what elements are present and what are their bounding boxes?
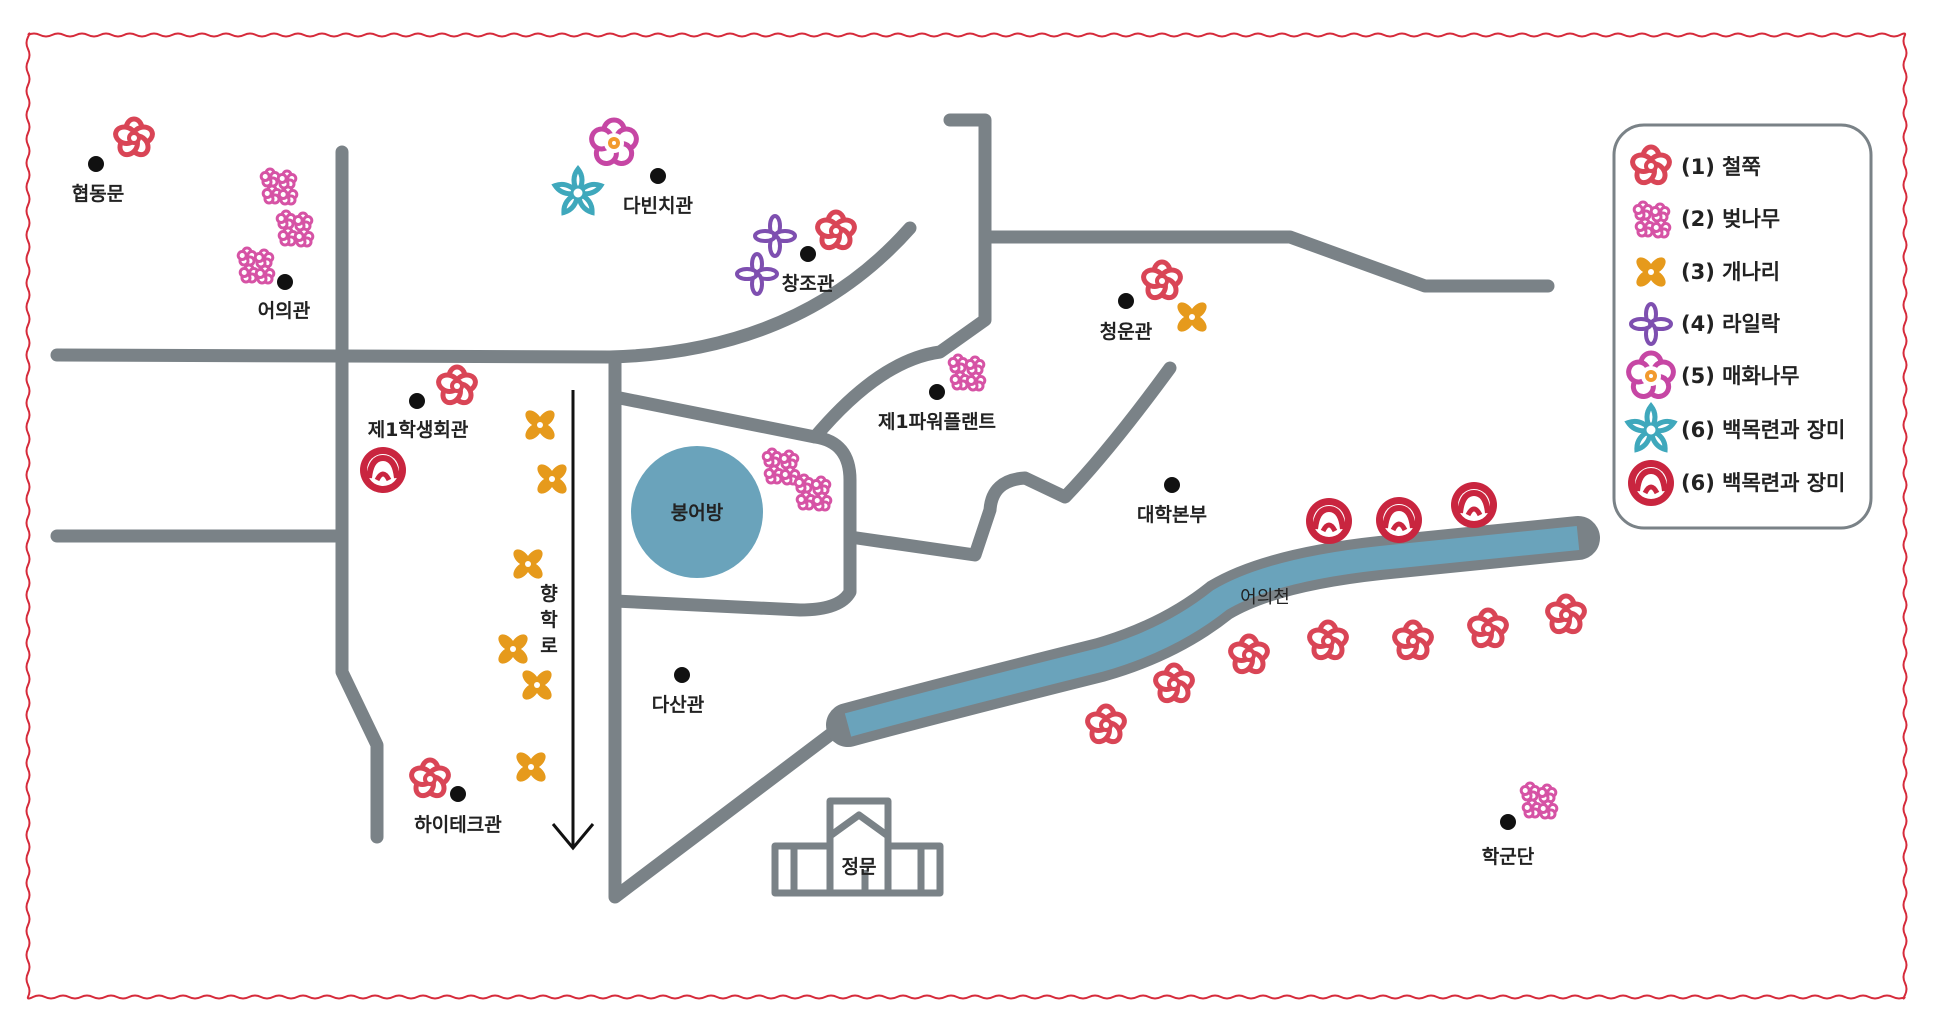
legend-item-plum: (5) 매화나무	[1626, 353, 1799, 400]
cherry-blossom-icon	[277, 211, 313, 246]
label-univ-hq: 대학본부	[1137, 504, 1207, 526]
legend-item-cherry: (2) 벚나무	[1634, 202, 1780, 237]
label-hightech: 하이테크관	[414, 814, 502, 836]
forsythia-icon	[519, 667, 555, 703]
label-hyanghak-2: 학	[540, 609, 558, 631]
label-dasangwan: 다산관	[652, 694, 705, 716]
cherry-blossom-icon	[261, 169, 297, 204]
cherry-blossom-icon	[795, 475, 831, 510]
cherry-blossom-icon	[238, 248, 274, 283]
azalea-icon	[1467, 610, 1508, 649]
label-hyeopdongmun: 협동문	[72, 183, 124, 205]
legend-box	[1612, 123, 1873, 530]
label-student-hall: 제1학생회관	[368, 419, 469, 441]
cherry-blossom-icon	[763, 449, 799, 484]
boong-pond	[631, 446, 763, 578]
forsythia-icon	[495, 631, 531, 667]
cherry-blossom-icon	[949, 355, 985, 390]
legend-item-lilac: (4) 라일락	[1629, 302, 1780, 346]
label-hyanghak-3: 로	[540, 635, 557, 657]
azalea-icon	[1141, 262, 1182, 301]
legend-label: (1) 철쭉	[1681, 155, 1761, 179]
main-gate-icon	[771, 797, 944, 897]
azalea-icon	[815, 212, 856, 251]
label-changjogwan: 창조관	[782, 273, 835, 295]
azalea-icon	[1153, 665, 1194, 704]
label-boong-pond: 붕어방	[671, 502, 724, 524]
building-markers	[88, 156, 1516, 830]
label-hyanghak-1: 향	[540, 583, 558, 605]
azalea-icon	[1392, 622, 1433, 661]
label-main-gate: 정문	[842, 856, 877, 878]
azalea-icon	[1307, 622, 1348, 661]
azalea-icon	[1545, 596, 1586, 635]
road-network	[50, 113, 1555, 904]
stream	[826, 516, 1600, 747]
magnolia-icon	[554, 169, 602, 215]
label-eouigwan: 어의관	[258, 300, 311, 322]
legend-label: (3) 개나리	[1681, 260, 1780, 284]
label-cheongungwan: 청운관	[1100, 321, 1153, 343]
plum-blossom-icon	[589, 120, 639, 167]
rose-icon	[1628, 460, 1674, 506]
legend-item-azalea: (1) 철쭉	[1630, 147, 1761, 186]
legend-label: (2) 벚나무	[1681, 207, 1780, 231]
azalea-icon	[1085, 706, 1126, 745]
hyanghak-ro-arrow	[540, 390, 595, 851]
rose-icon	[360, 447, 406, 493]
legend-label: (4) 라일락	[1681, 312, 1780, 336]
label-power-plant: 제1파워플랜트	[878, 411, 996, 433]
rose-icon	[1306, 498, 1352, 544]
rose-icon	[1376, 497, 1422, 543]
legend-item-forsythia: (3) 개나리	[1633, 254, 1780, 290]
forsythia-icon	[534, 461, 570, 497]
forsythia-icon	[510, 546, 546, 582]
legend-item-magnolia: (6) 백목련과 장미	[1627, 406, 1845, 452]
forsythia-icon	[513, 749, 549, 785]
legend-label: (6) 백목련과 장미	[1681, 471, 1845, 495]
legend-label: (6) 백목련과 장미	[1681, 418, 1845, 442]
forsythia-icon	[522, 407, 558, 443]
label-rotc: 학군단	[1482, 846, 1535, 868]
rose-icon	[1451, 482, 1497, 528]
decorative-border	[25, 32, 1908, 1000]
azalea-icon	[113, 119, 154, 158]
forsythia-icon	[1174, 299, 1210, 335]
label-dabinchigwan: 다빈치관	[623, 195, 693, 217]
legend-label: (5) 매화나무	[1681, 364, 1799, 388]
azalea-icon	[409, 760, 450, 799]
cherry-blossom-icon	[1521, 783, 1557, 818]
azalea-icon	[436, 367, 477, 406]
legend: (1) 철쭉 (2) 벚나무 (3) 개나리 (4) 라일락 (5) 매화나무 …	[1612, 123, 1873, 530]
place-labels: 협동문 어의관 다빈치관 창조관 청운관 제1학생회관 제1파워플랜트 붕어방 …	[72, 183, 1535, 878]
legend-item-rose: (6) 백목련과 장미	[1628, 460, 1845, 506]
lilac-icon	[735, 252, 779, 296]
azalea-icon	[1228, 636, 1269, 675]
lilac-icon	[753, 214, 797, 258]
label-stream: 어의천	[1240, 587, 1290, 608]
